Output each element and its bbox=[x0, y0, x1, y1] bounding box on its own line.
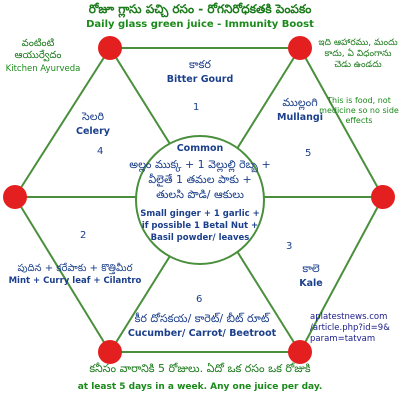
food-note-english: This is food, not medicine so no side ef… bbox=[319, 96, 399, 125]
node-dot bbox=[288, 36, 312, 60]
center-english-line: if possible 1 Betal Nut + bbox=[141, 221, 259, 231]
website-line: param=tatvam bbox=[310, 334, 376, 344]
website-line: aplatestnews.com bbox=[310, 312, 388, 322]
node-dot bbox=[371, 185, 395, 209]
node-3-english: Kale bbox=[299, 278, 323, 289]
node-1-number: 1 bbox=[193, 102, 200, 113]
node-3-label: కాలె Kale bbox=[286, 262, 336, 289]
edge bbox=[299, 47, 384, 198]
node-2-english: Mint + Curry leaf + Cilantro bbox=[8, 276, 142, 286]
center-common-title: Common bbox=[176, 143, 224, 154]
node-1-telugu: కాకర bbox=[189, 58, 211, 71]
title-english: Daily glass green juice - Immunity Boost bbox=[86, 19, 314, 30]
node-2-telugu: పుదిన + కరేపాకు + కొత్తిమీర bbox=[17, 263, 133, 274]
kitchen-ayurveda-telugu: వంటింటి ఆయుర్వేదం bbox=[14, 38, 62, 61]
node-1-english: Bitter Gourd bbox=[166, 74, 234, 85]
center-english-line: Basil powder/ leaves bbox=[150, 233, 250, 243]
center-circle bbox=[135, 135, 265, 265]
node-4-label: సెలరి Celery bbox=[58, 110, 128, 137]
footer-telugu: కనీసం వారానికి 5 రోజులు. ఏదో ఒక రసం ఒక ర… bbox=[89, 362, 311, 375]
center-telugu-line: వీలైతే 1 తమల పాకు + bbox=[148, 173, 252, 186]
node-5-number: 5 bbox=[305, 148, 312, 159]
node-4-english: Celery bbox=[76, 126, 110, 137]
node-5-label: ముల్లంగి Mullangi bbox=[262, 96, 338, 123]
food-note-telugu: ఇది ఆహారము, మందు కాదు, ఏ విధంగాను చెడు ఉ… bbox=[318, 38, 398, 70]
node-6-number: 6 bbox=[196, 294, 203, 305]
center-telugu-line: తులసి పొడి/ ఆకులు bbox=[156, 188, 244, 201]
center-telugu: అల్లం ముక్క + 1 వెల్లుల్లి రెబ్బ + వీలైత… bbox=[108, 157, 292, 202]
node-3-telugu: కాలె bbox=[302, 262, 320, 275]
node-6-telugu: కీర దోసకయ/ కారెట్/ బీట్ రూట్ bbox=[134, 312, 270, 325]
node-dot bbox=[98, 36, 122, 60]
website-line: /article.php?id=9& bbox=[310, 323, 390, 333]
node-6-label: కీర దోసకయ/ కారెట్/ బీట్ రూట్ Cucumber/ C… bbox=[102, 312, 302, 339]
node-dot bbox=[3, 185, 27, 209]
center-telugu-line: అల్లం ముక్క + 1 వెల్లుల్లి రెబ్బ + bbox=[129, 158, 271, 171]
edge bbox=[299, 196, 384, 353]
edge bbox=[14, 47, 111, 198]
center-english: Small ginger + 1 garlic + if possible 1 … bbox=[118, 208, 282, 244]
node-dot bbox=[288, 340, 312, 364]
title-telugu: రోజూ గ్లాసు పచ్చి రసం - రోగనిరోధకతకి పెం… bbox=[88, 2, 312, 16]
node-5-english: Mullangi bbox=[277, 112, 323, 123]
website-link: aplatestnews.com /article.php?id=9& para… bbox=[310, 312, 400, 345]
node-6-english: Cucumber/ Carrot/ Beetroot bbox=[127, 328, 277, 339]
node-1-label: కాకర Bitter Gourd bbox=[140, 58, 260, 85]
kitchen-ayurveda-english: Kitchen Ayurveda bbox=[5, 64, 81, 74]
node-4-telugu: సెలరి bbox=[81, 110, 105, 123]
node-dot bbox=[98, 340, 122, 364]
node-3-number: 3 bbox=[286, 241, 293, 252]
edge bbox=[14, 196, 111, 353]
node-4-number: 4 bbox=[97, 146, 104, 157]
center-english-line: Small ginger + 1 garlic + bbox=[140, 209, 260, 219]
node-2-number: 2 bbox=[80, 230, 87, 241]
node-2-label: పుదిన + కరేపాకు + కొత్తిమీర Mint + Curry… bbox=[0, 262, 150, 286]
footer-english: at least 5 days in a week. Any one juice… bbox=[77, 382, 323, 392]
node-5-telugu: ముల్లంగి bbox=[282, 96, 318, 109]
